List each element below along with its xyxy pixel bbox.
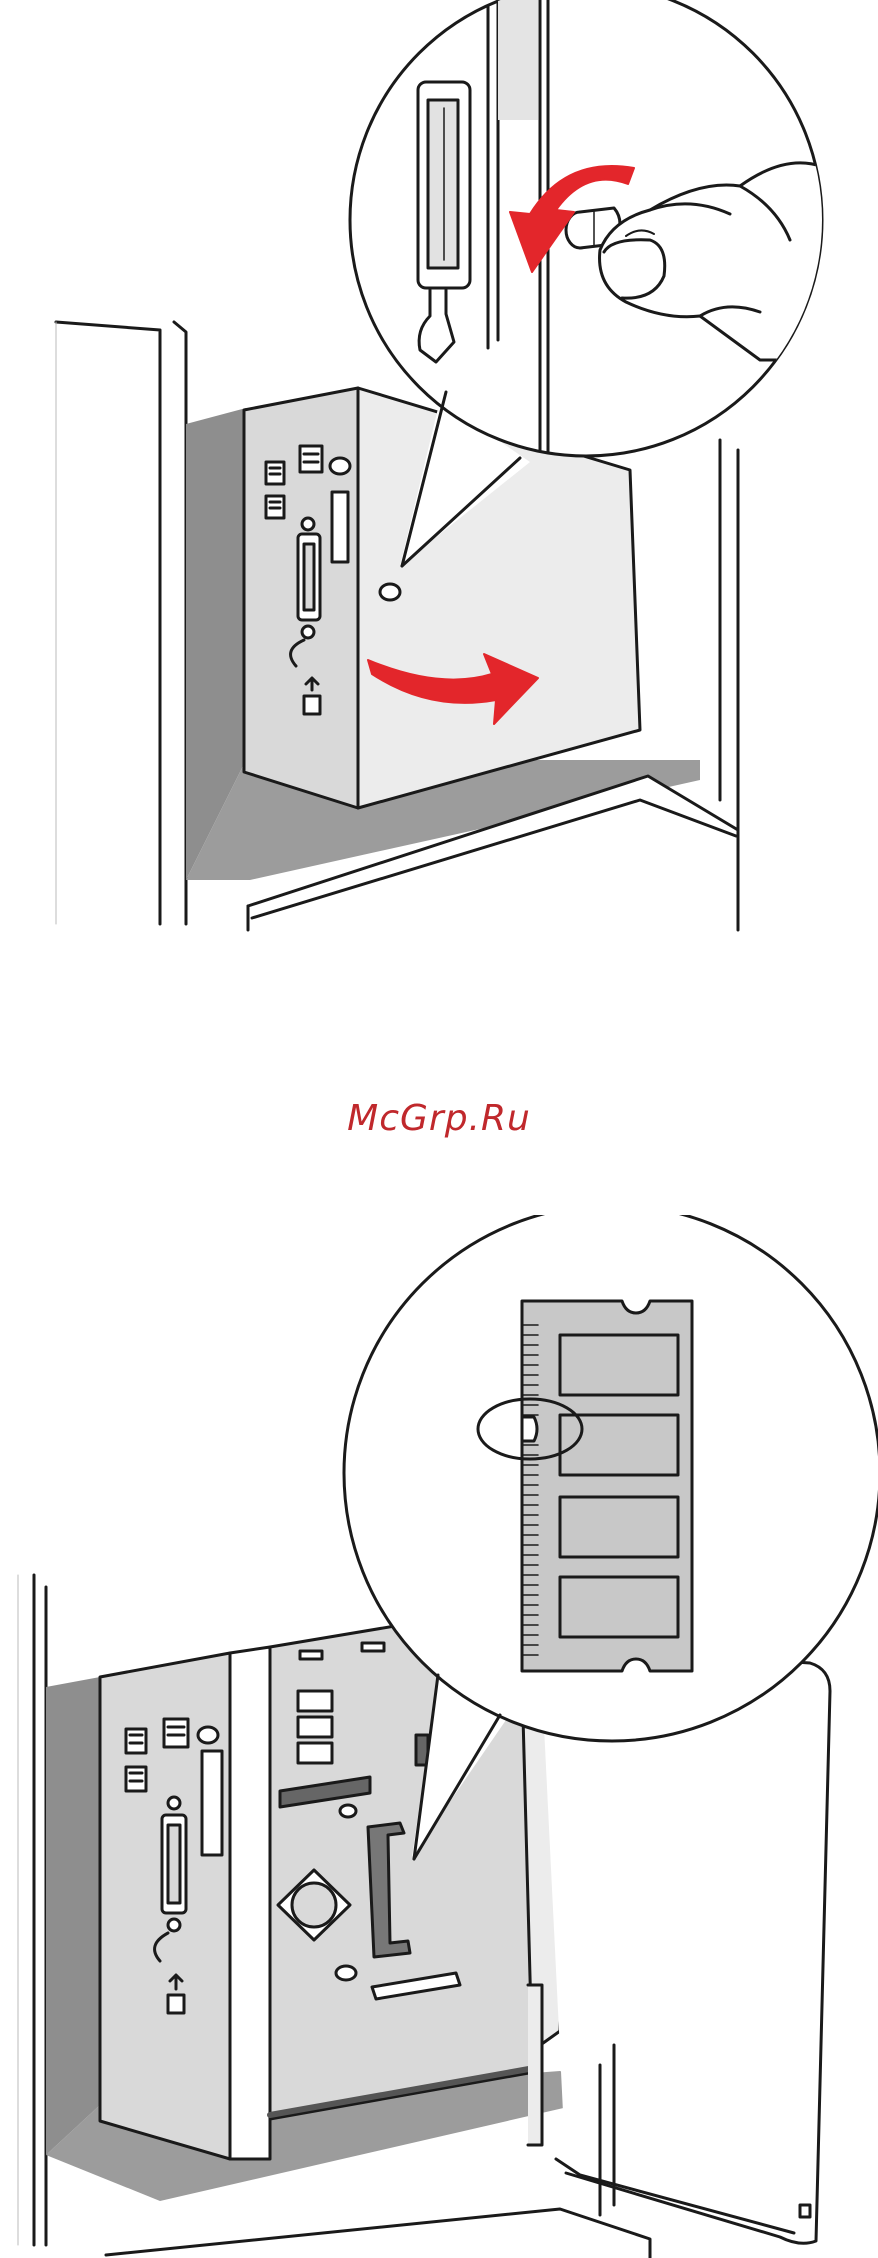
chip (298, 1691, 332, 1711)
ethernet-port-icon (266, 462, 284, 484)
connector-panel (100, 1653, 230, 2159)
watermark-text: McGrp.Ru (0, 1098, 878, 1139)
memory-card-icon (522, 1301, 692, 1671)
screw-icon (336, 1966, 356, 1980)
top-illustration (0, 0, 878, 940)
screw-icon (340, 1805, 356, 1817)
ethernet-port-icon (126, 1729, 146, 1753)
ethernet-port-icon (300, 446, 322, 472)
ethernet-port-icon (164, 1719, 188, 1747)
figure-open-system-board-door (0, 0, 878, 940)
chip (298, 1717, 332, 1737)
chip (298, 1743, 332, 1763)
ethernet-port-icon (126, 1767, 146, 1791)
board-slot (300, 1651, 322, 1659)
figure-memory-card-insert (0, 1215, 878, 2258)
printer-side-frame (18, 1575, 46, 2245)
screw-icon (330, 458, 350, 474)
slot-cover (332, 492, 348, 562)
ethernet-port-icon (266, 496, 284, 518)
printer-side-frame (56, 322, 186, 924)
board-slot (362, 1643, 384, 1651)
usb-port-icon (168, 1975, 184, 2013)
bottom-illustration (0, 1215, 878, 2258)
usb-port-icon (304, 678, 320, 714)
screw-icon (198, 1727, 218, 1743)
slot-cover (202, 1751, 222, 1855)
screw-icon (380, 584, 400, 600)
door-latch (800, 2205, 810, 2217)
